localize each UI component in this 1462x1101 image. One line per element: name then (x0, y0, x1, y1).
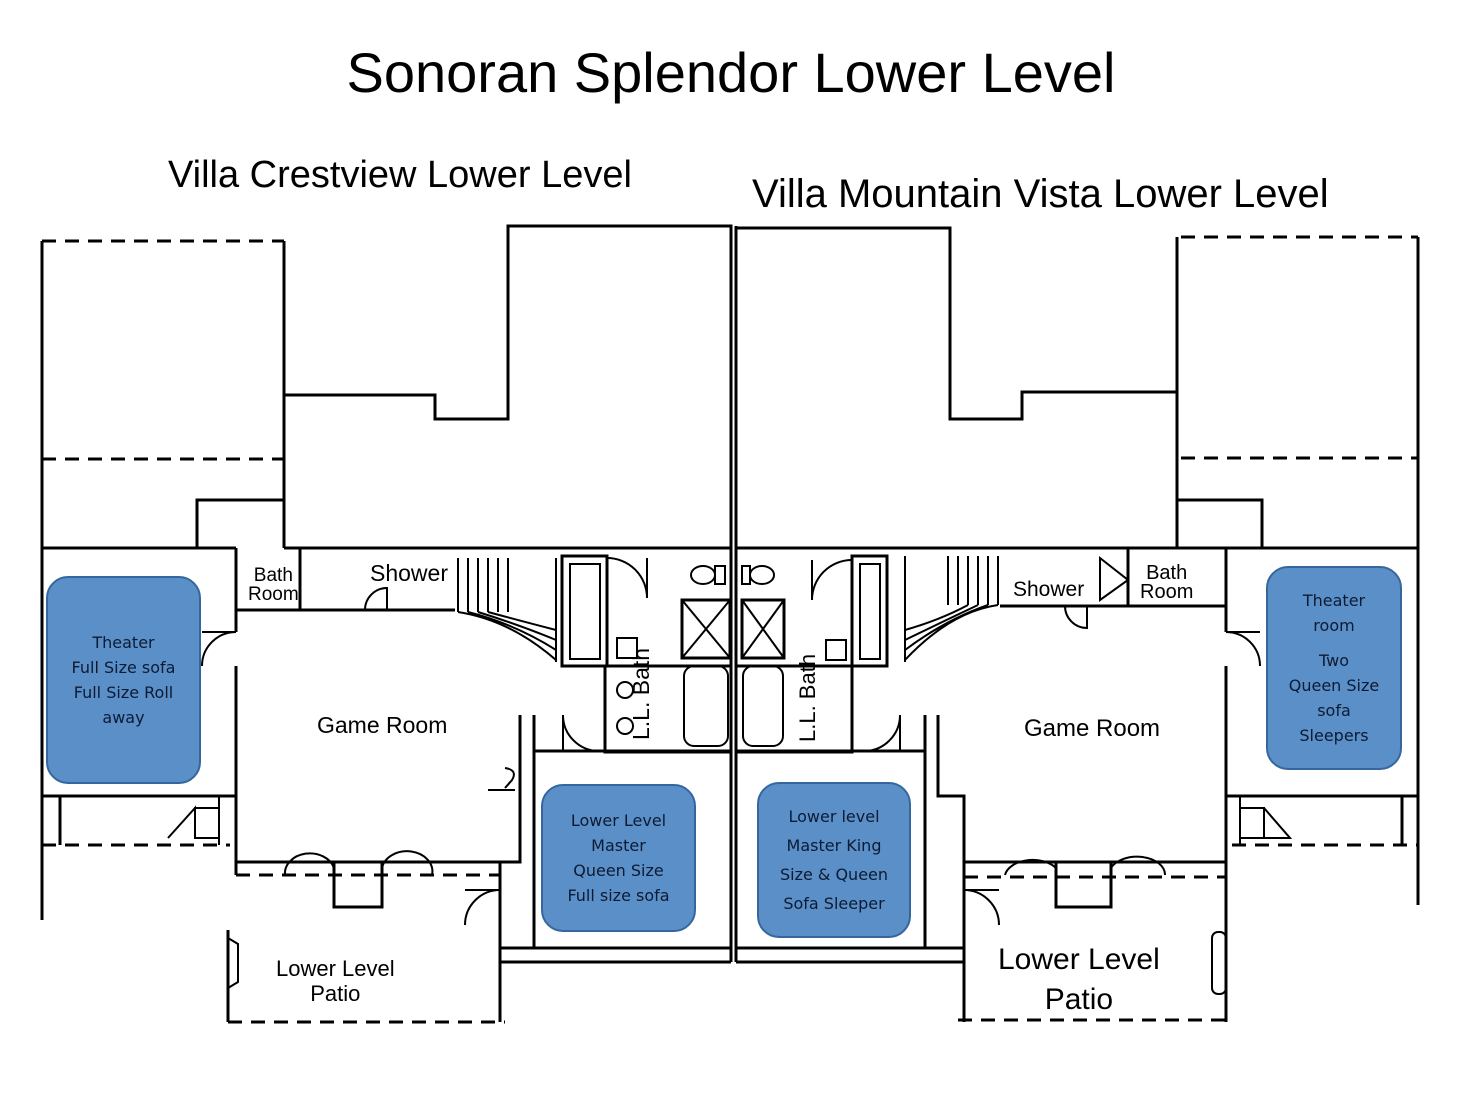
right-master-line: Size & Queen (779, 865, 889, 884)
left-theater-box: Theater Full Size sofa Full Size Roll aw… (46, 576, 201, 784)
right-theater-line: Queen Size (1288, 676, 1380, 695)
left-theater-line: Full Size sofa (71, 658, 176, 677)
left-patio-line2: Patio (310, 981, 361, 1006)
left-game-room-label: Game Room (317, 712, 448, 738)
right-bath-room-line1: Bath (1146, 562, 1188, 584)
right-theater-line: Theater (1302, 591, 1366, 610)
right-master-box: Lower level Master King Size & Queen Sof… (757, 782, 911, 938)
left-theater-line: away (102, 708, 145, 727)
left-villa-heading: Villa Crestview Lower Level (168, 154, 632, 196)
right-villa-plan (734, 226, 1420, 1022)
left-bath-room-line2: Room (248, 584, 299, 605)
right-theater-box: Theater room Two Queen Size sofa Sleeper… (1266, 566, 1402, 770)
left-ll-bath-label: L.L. Bath (628, 647, 654, 740)
left-stairs (457, 558, 557, 662)
right-theater-line: Sleepers (1299, 726, 1369, 745)
left-master-line: Full size sofa (567, 886, 670, 905)
left-bath-room-line1: Bath (253, 565, 293, 586)
left-shower-label: Shower (370, 560, 448, 586)
right-ll-bath-label: L.L. Bath (795, 653, 820, 742)
right-master-line: Lower level (788, 807, 880, 826)
right-theater-line: sofa (1317, 701, 1351, 720)
left-master-box: Lower Level Master Queen Size Full size … (541, 784, 696, 932)
left-master-line: Master (591, 836, 646, 855)
right-game-room-label: Game Room (1024, 715, 1161, 742)
right-master-line: Sofa Sleeper (783, 894, 885, 913)
left-patio-label: Lower Level Patio (276, 956, 395, 1006)
right-patio-line1: Lower Level (998, 943, 1160, 976)
right-shower-label: Shower (1013, 578, 1085, 601)
right-stairs (904, 556, 999, 662)
page-title: Sonoran Splendor Lower Level (346, 41, 1116, 104)
right-theater-line: Two (1319, 651, 1349, 670)
right-villa-heading: Villa Mountain Vista Lower Level (752, 172, 1329, 216)
right-bath-room-line2: Room (1140, 581, 1194, 603)
left-theater-line: Theater (92, 633, 155, 652)
right-patio-line2: Patio (1044, 983, 1114, 1016)
left-master-line: Queen Size (573, 861, 664, 880)
right-theater-line: room (1313, 616, 1355, 635)
left-master-line: Lower Level (570, 811, 667, 830)
left-bath-room-label: Bath Room (248, 566, 299, 604)
left-villa-plan (40, 224, 733, 1024)
right-patio-label: Lower Level Patio (998, 940, 1160, 1020)
left-theater-line: Full Size Roll (73, 683, 174, 702)
left-patio-line1: Lower Level (276, 956, 395, 981)
right-bath-room-label: Bath Room (1140, 562, 1194, 603)
right-master-line: Master King (786, 836, 882, 855)
